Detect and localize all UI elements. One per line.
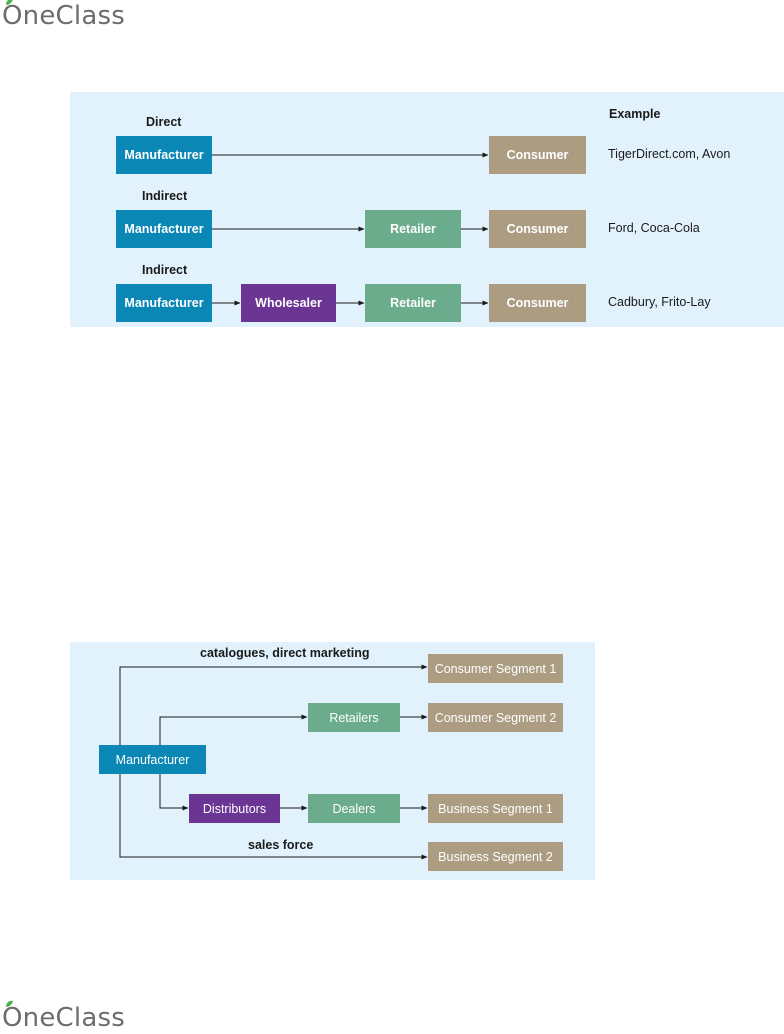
logo-o: O [2, 0, 23, 32]
retailer-box: Retailer [365, 284, 461, 322]
manufacturer-box: Manufacturer [116, 136, 212, 174]
consumer-box: Consumer [489, 136, 586, 174]
arrow-manufacturer-retailers [159, 714, 308, 745]
row-label-direct: Direct [146, 115, 182, 129]
manufacturer-box: Manufacturer [116, 284, 212, 322]
logo-text: neClass [22, 1003, 125, 1033]
leaf-icon [6, 1000, 13, 1007]
example-header: Example [609, 107, 661, 121]
business-segment-1-box: Business Segment 1 [428, 794, 563, 823]
example-indirect-2: Cadbury, Frito-Lay [608, 295, 711, 309]
label-sales-force: sales force [248, 838, 314, 852]
wholesaler-box: Wholesaler [241, 284, 336, 322]
distributors-box: Distributors [189, 794, 280, 823]
consumer-box: Consumer [489, 284, 586, 322]
logo-o: O [2, 1000, 23, 1034]
label-catalogues-direct-marketing: catalogues, direct marketing [200, 646, 370, 660]
retailer-box: Retailer [365, 210, 461, 248]
manufacturer-box: Manufacturer [116, 210, 212, 248]
dealers-box: Dealers [308, 794, 400, 823]
manufacturer-box: Manufacturer [99, 745, 206, 774]
arrow-manufacturer-consumer-segment-1 [119, 664, 428, 745]
example-direct: TigerDirect.com, Avon [608, 147, 731, 161]
business-segment-2-box: Business Segment 2 [428, 842, 563, 871]
consumer-segment-2-box: Consumer Segment 2 [428, 703, 563, 732]
consumer-segment-1-box: Consumer Segment 1 [428, 654, 563, 683]
logo-text: neClass [22, 1, 125, 31]
row-label-indirect-1: Indirect [142, 189, 188, 203]
retailers-box: Retailers [308, 703, 400, 732]
row-label-indirect-2: Indirect [142, 263, 188, 277]
leaf-icon [6, 0, 13, 5]
arrow-manufacturer-business-segment-2 [119, 774, 428, 860]
example-indirect-1: Ford, Coca-Cola [608, 221, 700, 235]
consumer-box: Consumer [489, 210, 586, 248]
arrow-manufacturer-distributors [159, 774, 189, 811]
